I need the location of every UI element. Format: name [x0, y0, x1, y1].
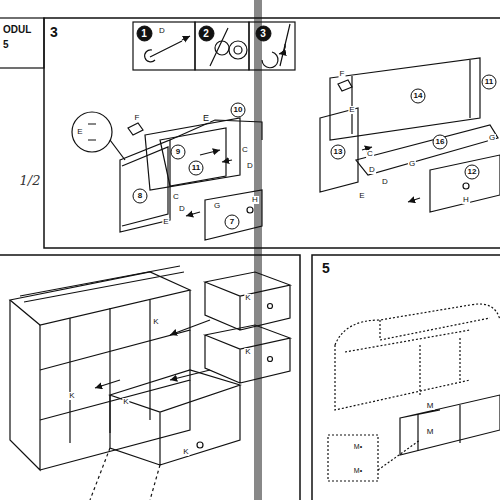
part-letter: D: [158, 27, 166, 35]
callout-number: 9: [170, 144, 186, 160]
part-letter: G: [488, 134, 496, 142]
part-letter: E: [76, 128, 83, 136]
step-number: 2: [198, 25, 215, 42]
part-letter: H: [251, 196, 259, 204]
part-letter: M: [426, 402, 435, 410]
callout-text: 16: [436, 138, 445, 147]
callout-number: 11: [481, 74, 497, 90]
part-letter: D: [178, 205, 186, 213]
title-text: ODUL: [3, 24, 31, 35]
part-letter: E: [162, 218, 169, 226]
callout-text: 13: [334, 148, 343, 157]
callout-text: 9: [176, 148, 180, 157]
part-letter: M: [426, 428, 435, 436]
callout-text: 3: [260, 28, 266, 39]
callout-text: 10: [234, 106, 243, 115]
part-letter: F: [134, 114, 141, 122]
callout-number: 13: [330, 144, 346, 160]
title-box: ODUL 5: [0, 20, 34, 58]
part-letter: C: [241, 146, 249, 154]
callout-text: 2: [203, 28, 209, 39]
callout-number: 8: [132, 188, 148, 204]
part-letter: G: [408, 160, 416, 168]
part-letter: K: [244, 294, 251, 302]
part-letter: D: [246, 162, 254, 170]
part-letter: K: [122, 398, 129, 406]
step-number: 3: [49, 25, 59, 39]
part-letter: F: [339, 70, 346, 78]
part-letter: K: [68, 392, 75, 400]
step-number: 5: [321, 261, 331, 275]
part-letter: K: [152, 318, 159, 326]
part-letter: D: [381, 178, 389, 186]
part-letter: M•: [353, 467, 363, 474]
callout-number: 11: [188, 160, 204, 176]
callout-text: 11: [192, 164, 200, 173]
part-letter: D: [368, 166, 376, 174]
title-text: 5: [3, 39, 31, 50]
part-letter: H: [462, 196, 470, 204]
callout-number: 12: [464, 164, 480, 180]
part-letter: C: [172, 193, 180, 201]
callout-number: 14: [410, 88, 426, 104]
part-letter: C: [366, 150, 374, 158]
callout-text: 8: [138, 192, 142, 201]
part-letter: K: [182, 448, 189, 456]
callout-text: 14: [414, 92, 423, 101]
part-letter: G: [213, 202, 221, 210]
callout-text: 11: [485, 78, 493, 87]
callout-number: 7: [224, 214, 240, 230]
step-number: 1: [136, 25, 153, 42]
part-letter: E: [358, 192, 365, 200]
callout-number: 16: [432, 134, 448, 150]
callout-text: 1: [141, 28, 147, 39]
part-letter: E: [348, 106, 355, 114]
part-letter: M•: [353, 443, 363, 450]
part-letter: E: [202, 114, 210, 123]
handwritten-note: 1/2: [19, 174, 42, 187]
callout-text: 7: [230, 218, 234, 227]
part-letter: K: [244, 348, 251, 356]
callout-text: 12: [468, 168, 477, 177]
step-number: 3: [255, 25, 272, 42]
callout-number: 10: [230, 102, 246, 118]
